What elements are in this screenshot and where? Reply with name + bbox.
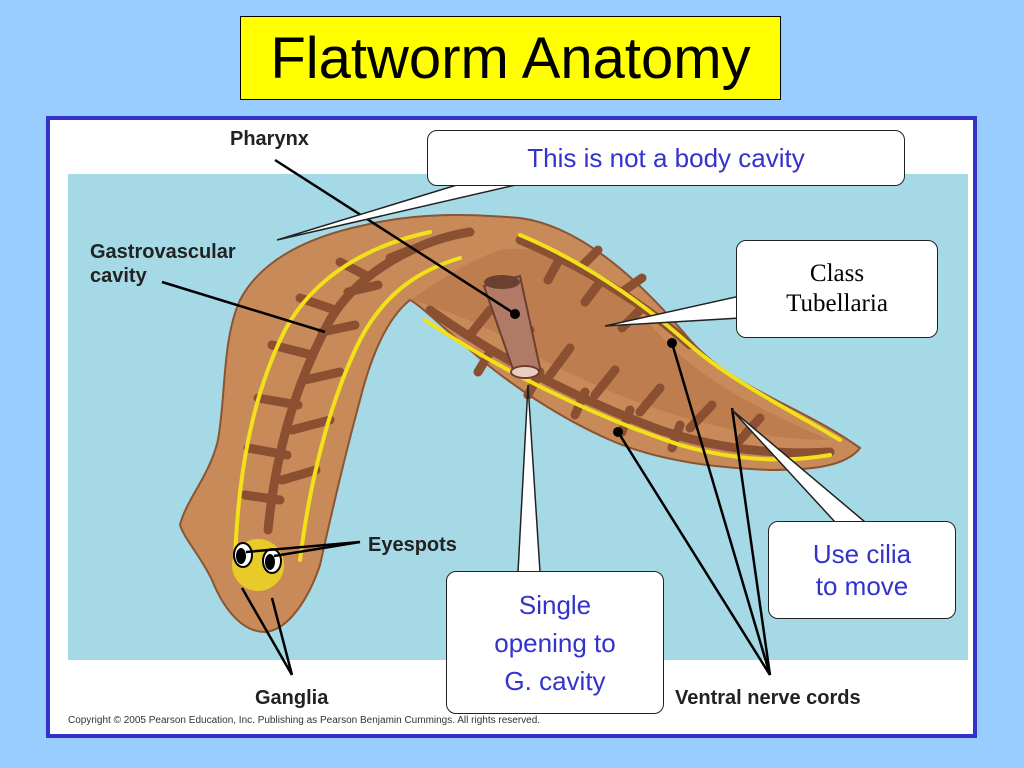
callout-class-line2: Tubellaria — [786, 290, 888, 317]
callout-cilia-line2: to move — [815, 571, 909, 601]
callout-opening-line1: Single — [518, 589, 592, 620]
slide-title: Flatworm Anatomy — [270, 25, 751, 91]
label-gastrovascular: Gastrovascular cavity — [90, 240, 236, 288]
leader-dots — [510, 309, 677, 437]
callout-not-body-cavity: This is not a body cavity — [427, 130, 905, 186]
pharynx-tube — [482, 274, 542, 379]
callout-opening-line2: opening to — [494, 627, 616, 658]
callout-not-body-cavity-text: This is not a body cavity — [527, 143, 805, 173]
label-ventral-nerve-cords: Ventral nerve cords — [675, 687, 861, 709]
callout-use-cilia: Use cilia to move — [768, 521, 956, 619]
label-pharynx: Pharynx — [230, 128, 309, 150]
flatworm-body — [178, 214, 862, 634]
callout-opening-line3: G. cavity — [504, 665, 606, 696]
title-box: Flatworm Anatomy — [240, 16, 781, 100]
callout-single-opening: Single opening to G. cavity — [446, 571, 664, 714]
callout-class-line1: Class — [809, 260, 865, 287]
callout-cilia-line1: Use cilia — [812, 539, 912, 569]
callout-pointers — [276, 183, 868, 573]
label-ganglia: Ganglia — [255, 687, 329, 709]
head-region — [232, 539, 284, 591]
callout-class-tubellaria: Class Tubellaria — [736, 240, 938, 338]
leader-lines — [161, 158, 772, 676]
label-gastrovascular-line2: cavity — [90, 265, 147, 287]
label-eyespots: Eyespots — [368, 534, 457, 556]
copyright-notice: Copyright © 2005 Pearson Education, Inc.… — [68, 715, 541, 726]
label-gastrovascular-line1: Gastrovascular — [90, 241, 236, 263]
